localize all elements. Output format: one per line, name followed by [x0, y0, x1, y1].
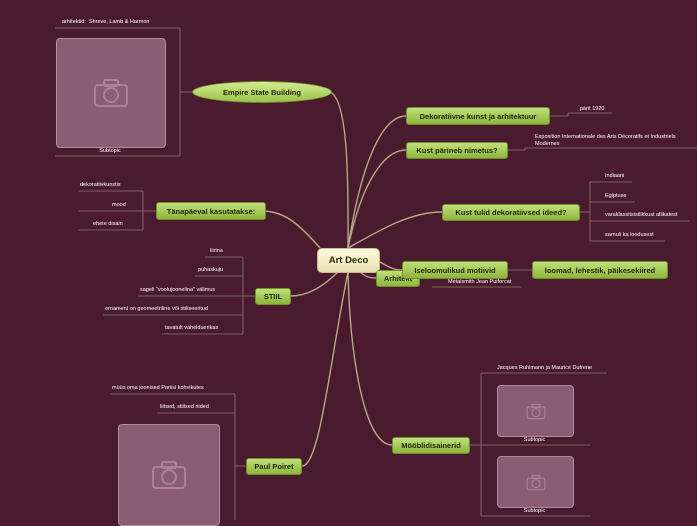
arhitekt-note: Metalsmith Jean Puiforcat	[448, 279, 512, 285]
empire-arch-value: Shreve, Lamb & Harmon	[88, 19, 150, 25]
dekoratiivne-note: pärit 1920	[580, 106, 605, 112]
stiil-item: sageli "voolujoonelina" välimus	[140, 287, 216, 293]
link-motiivid	[379, 261, 403, 271]
tanapaeval-item: dekoratiivkunstis	[80, 182, 121, 188]
topic-mooblidisainerid[interactable]: Mööblidisainerid	[392, 437, 470, 454]
ideed-item: Indiaani	[605, 173, 625, 179]
empire-arch-label: arhitektid: Shreve, Lamb & Harmon	[62, 19, 150, 25]
empire-image-placeholder[interactable]	[56, 38, 166, 148]
poiret-item: müüs oma joonised Pariisi kohvikutes	[112, 385, 204, 391]
topic-iseloomulikud-motiivid[interactable]: Iseloomulikud motiivid	[402, 261, 508, 279]
camera-icon	[94, 79, 128, 107]
tanapaeval-item: ehete disain	[93, 221, 123, 227]
link-stiil	[289, 269, 341, 297]
topic-kust-parineb[interactable]: Kust pärineb nimetus?	[406, 142, 508, 159]
topic-empire-state-building[interactable]: Empire State Building	[192, 81, 332, 103]
link-tanapaeval	[261, 210, 321, 249]
camera-icon	[526, 474, 545, 490]
ideed-item: varaklassitsistlikkust allikatest	[605, 212, 678, 218]
tanapaeval-item: mood	[112, 202, 126, 208]
stiil-item: ornament on geomeetriline või stiliseeri…	[105, 306, 209, 312]
topic-tanapaeval[interactable]: Tänapäeval kasutatakse:	[156, 202, 266, 220]
topic-dekoratiivne-kunst[interactable]: Dekoratiivne kunst ja arhitektuur	[406, 107, 550, 125]
camera-icon	[526, 403, 545, 419]
mooblid-image-placeholder[interactable]	[497, 385, 574, 437]
poiret-image-placeholder[interactable]	[118, 424, 220, 526]
link-dekoratiivne	[347, 115, 407, 249]
topic-stiil[interactable]: STIIL	[255, 288, 291, 305]
link-poiret	[301, 271, 349, 467]
mooblid-caption: Subtopic	[523, 508, 546, 514]
motiivid-child[interactable]: loomad, lehestik, päikesekiired	[532, 261, 668, 279]
link-mooblid	[347, 271, 393, 446]
mooblid-image-placeholder[interactable]	[497, 456, 574, 508]
stiil-item: tavatult vahelduerikas	[165, 325, 219, 331]
link-empire	[329, 91, 349, 249]
mooblid-note: Jacques Ruhlmann ja Maurice Dufrene	[497, 365, 593, 371]
stiil-item: puhaskuju	[198, 267, 224, 273]
central-topic[interactable]: Art Deco	[317, 248, 380, 273]
camera-icon	[152, 461, 186, 489]
link-parineb	[347, 149, 407, 249]
parineb-note: Exposition Internationale des Arts Décor…	[535, 134, 676, 147]
empire-image-caption: Subtopic	[99, 148, 121, 154]
link-ideed	[347, 211, 443, 249]
ideed-item: Egiptuse	[605, 193, 627, 199]
topic-kust-tulid-ideed[interactable]: Kust tulid dekoratiivsed ideed?	[442, 204, 580, 221]
topic-paul-poiret[interactable]: Paul Poiret	[246, 458, 302, 475]
ideed-item: sarnuli ka loodusest	[605, 232, 654, 238]
stiil-item: liirina	[210, 248, 223, 254]
poiret-item: liitsed, stiilsed riided	[160, 404, 209, 410]
mooblid-caption: Subtopic	[523, 437, 546, 443]
